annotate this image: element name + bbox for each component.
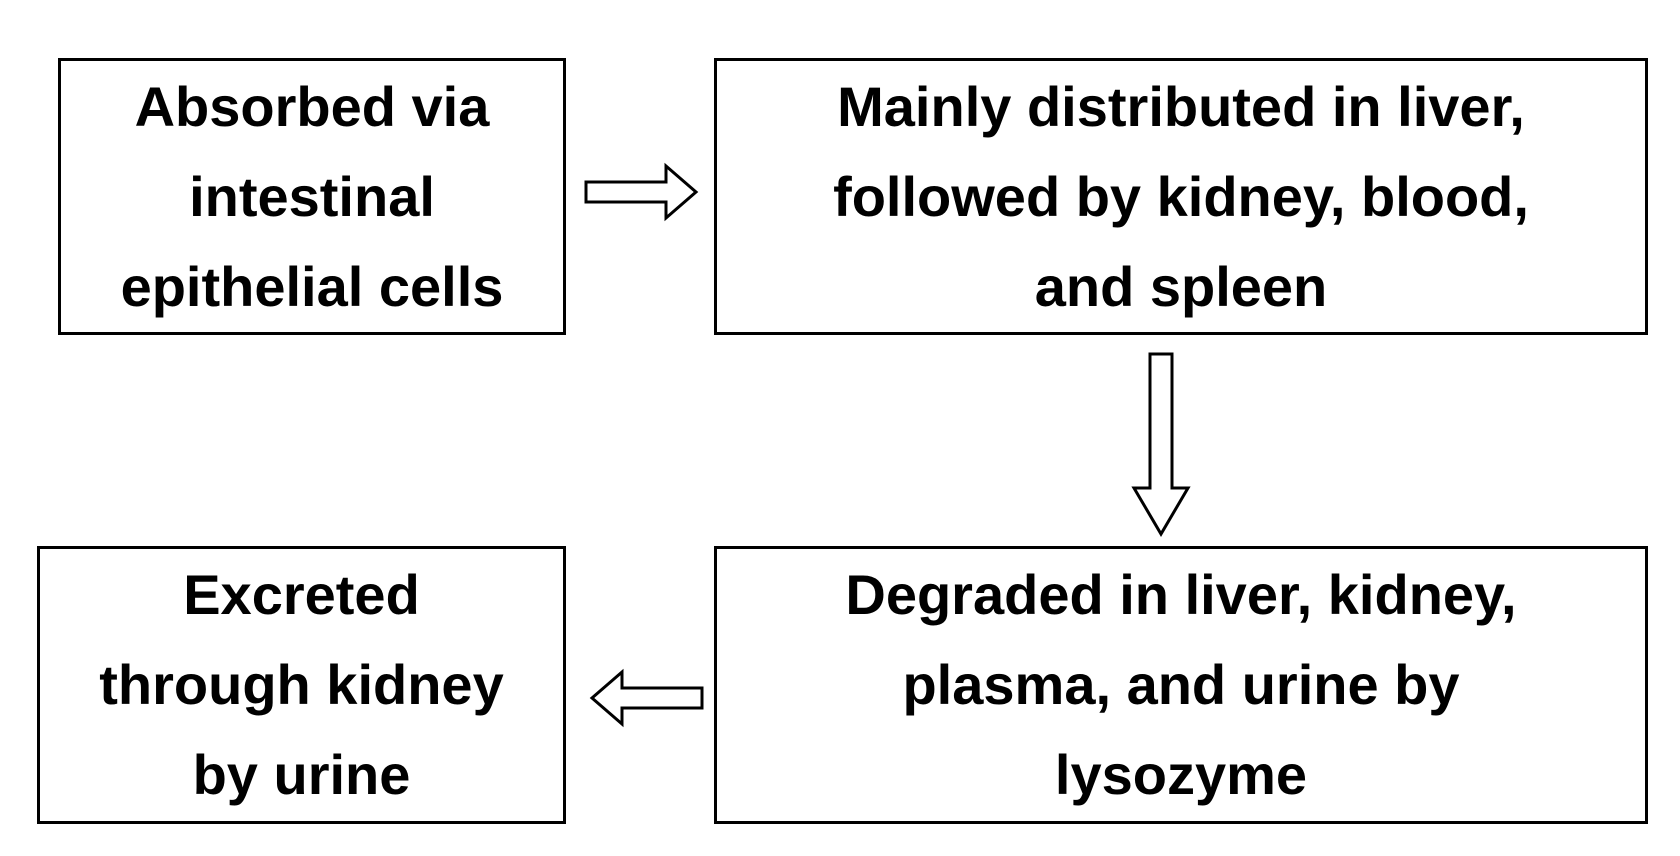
degraded-box: Degraded in liver, kidney, plasma, and u… xyxy=(714,546,1648,824)
distributed-box: Mainly distributed in liver, followed by… xyxy=(714,58,1648,335)
left-arrow-icon xyxy=(589,668,704,728)
absorbed-box: Absorbed via intestinal epithelial cells xyxy=(58,58,566,335)
excreted-box: Excreted through kidney by urine xyxy=(37,546,566,824)
degraded-box-text: Degraded in liver, kidney, plasma, and u… xyxy=(845,563,1517,806)
excreted-box-text: Excreted through kidney by urine xyxy=(99,563,504,806)
absorbed-box-text: Absorbed via intestinal epithelial cells xyxy=(120,74,504,318)
right-arrow-icon xyxy=(584,162,699,222)
distributed-box-text: Mainly distributed in liver, followed by… xyxy=(833,74,1529,318)
down-arrow-icon xyxy=(1131,352,1191,537)
